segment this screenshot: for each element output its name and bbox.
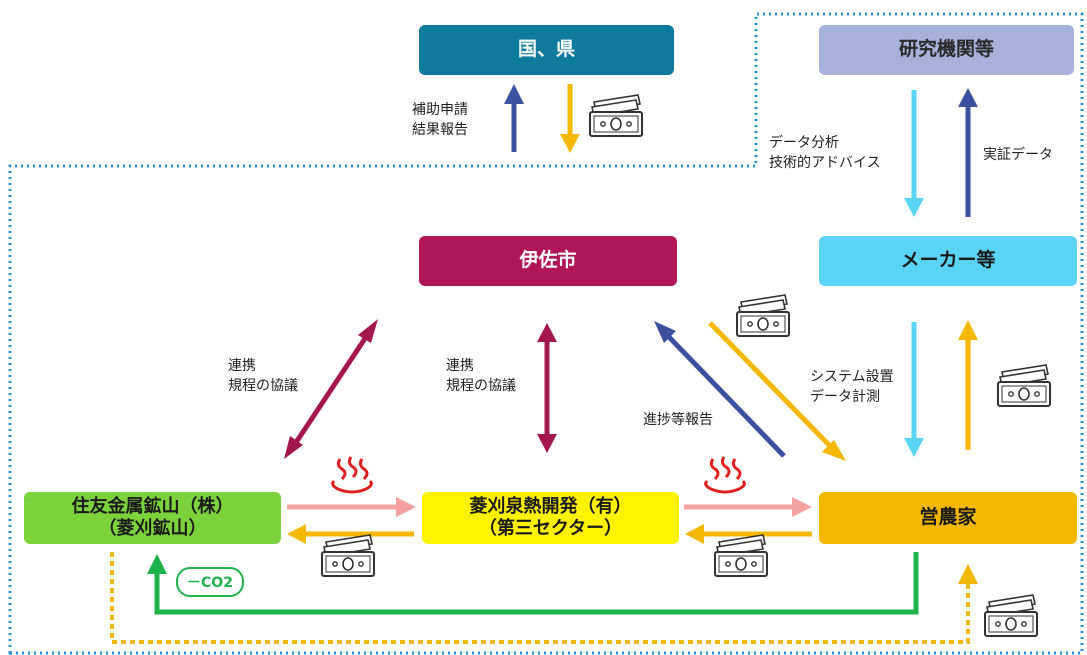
label-system-install: システム設置 データ計測 xyxy=(810,367,894,408)
arrow-subsidy-from-government xyxy=(560,84,580,153)
arrow-analysis-to-maker xyxy=(904,90,924,217)
node-label: 国、県 xyxy=(517,38,575,61)
node-research-institutions: 研究機関等 xyxy=(819,25,1074,75)
node-makers: メーカー等 xyxy=(819,236,1077,286)
label-demonstration-data: 実証データ xyxy=(983,145,1053,165)
label-line: 実証データ xyxy=(983,147,1053,163)
arrow-payment-to-maker xyxy=(958,320,978,450)
money-icon xyxy=(714,534,768,577)
node-hishikari-geothermal: 菱刈泉熱開発（有） （第三セクター） xyxy=(422,492,679,544)
label-cooperation-left: 連携 規程の協議 xyxy=(228,356,298,397)
label-line: 規程の協議 xyxy=(228,378,298,395)
arrow-cooperation-sumitomo-isa xyxy=(284,319,378,459)
label-subsidy-report: 補助申請 結果報告 xyxy=(412,100,468,141)
arrow-data-to-research xyxy=(958,88,978,217)
money-icon xyxy=(984,594,1038,637)
arrow-payment-isa-to-farmer xyxy=(708,321,846,461)
money-icon xyxy=(321,534,375,577)
label-line: 技術的アドバイス xyxy=(769,155,881,172)
node-label-line2: （第三セクター） xyxy=(478,518,623,539)
payment-dotted-loop xyxy=(110,552,978,644)
label-line: 規程の協議 xyxy=(446,378,516,395)
node-label-line1: 菱刈泉熱開発（有） xyxy=(469,495,632,517)
node-label: 営農家 xyxy=(919,506,977,529)
arrow-payment-to-sumitomo xyxy=(287,524,414,544)
arrow-cooperation-hishikari-isa xyxy=(537,323,557,453)
node-national-prefecture: 国、県 xyxy=(419,25,674,75)
money-icon xyxy=(997,364,1051,407)
arrow-hotwater-to-hishikari xyxy=(287,497,416,517)
arrow-progress-to-isa xyxy=(654,321,786,458)
label-line: 連携 xyxy=(228,358,256,374)
research-zone-border xyxy=(8,12,1084,655)
node-label: 伊佐市 xyxy=(519,249,577,272)
label-line: データ分析 xyxy=(769,135,839,151)
node-farmers: 営農家 xyxy=(819,492,1077,544)
node-label: 研究機関等 xyxy=(898,38,994,61)
node-sumitomo-mine: 住友金属鉱山（株） （菱刈鉱山） xyxy=(24,492,281,544)
arrow-application-to-government xyxy=(504,84,524,152)
label-line: 進捗等報告 xyxy=(643,412,713,428)
label-line: システム設置 xyxy=(810,369,894,385)
arrow-hotwater-to-farmer xyxy=(684,497,812,517)
label-cooperation-middle: 連携 規程の協議 xyxy=(446,356,516,397)
hot-spring-icon xyxy=(704,455,746,494)
node-label-line1: 住友金属鉱山（株） xyxy=(71,495,234,517)
label-line: 連携 xyxy=(446,358,474,374)
co2-reduction-badge: －CO2 xyxy=(176,567,244,597)
arrow-payment-to-hishikari xyxy=(685,524,812,544)
node-label: メーカー等 xyxy=(900,249,996,272)
money-icon xyxy=(589,94,643,137)
label-data-analysis: データ分析 技術的アドバイス xyxy=(769,133,881,174)
co2-flow-line xyxy=(147,552,919,615)
hot-spring-icon xyxy=(331,455,373,494)
node-label-line2: （菱刈鉱山） xyxy=(98,518,207,539)
money-icon xyxy=(736,294,790,337)
label-line: データ計測 xyxy=(810,389,880,406)
label-progress-report: 進捗等報告 xyxy=(643,410,713,430)
node-isa-city: 伊佐市 xyxy=(419,236,677,286)
label-line: 結果報告 xyxy=(412,122,468,139)
arrow-system-to-farmer xyxy=(904,322,924,457)
label-line: 補助申請 xyxy=(412,102,468,118)
